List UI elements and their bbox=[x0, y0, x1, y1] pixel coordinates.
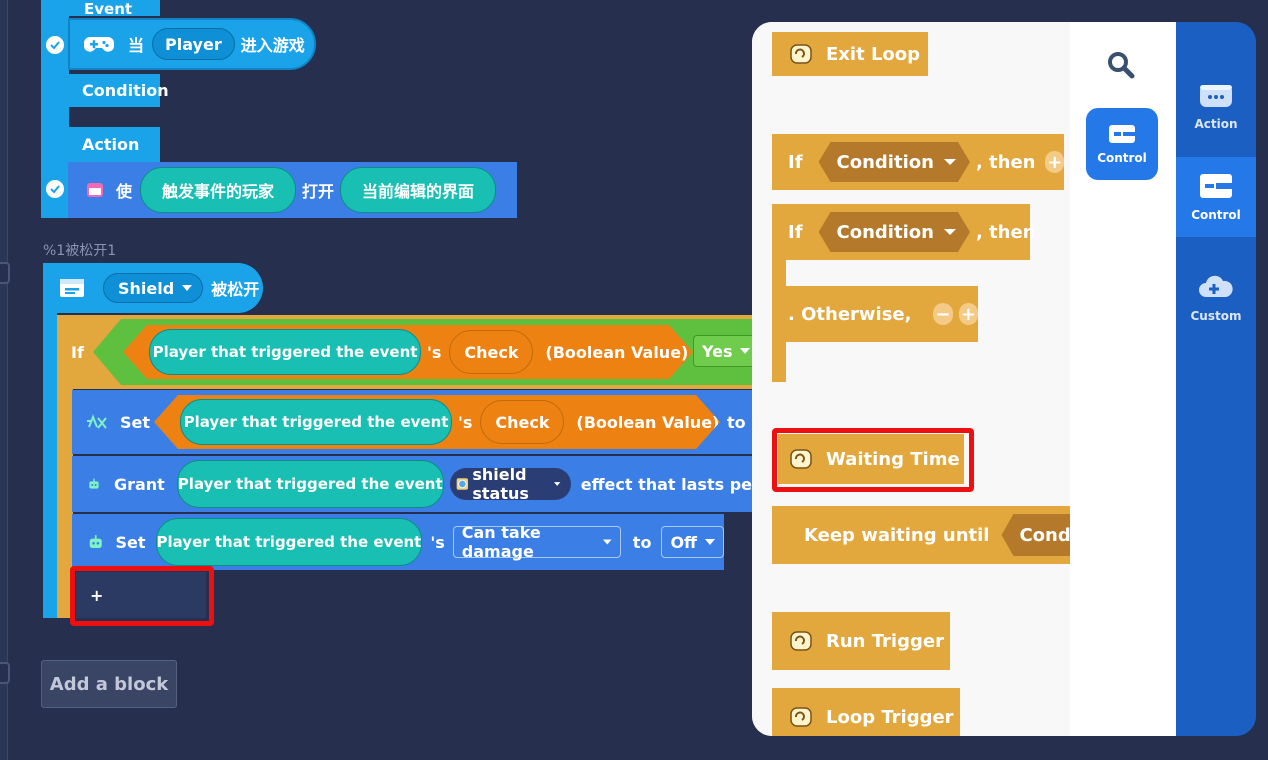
trigger-player-chip[interactable]: 触发事件的玩家 bbox=[140, 167, 297, 213]
action-enabled-checkbox[interactable] bbox=[46, 180, 64, 198]
variable-fx-icon bbox=[87, 414, 107, 429]
add-branch-icon[interactable]: + bbox=[958, 303, 978, 325]
palette-otherwise-row[interactable]: . Otherwise, − + bbox=[772, 286, 978, 342]
shield-released-event[interactable]: Shield 被松开 bbox=[43, 263, 263, 313]
palette-exit-loop[interactable]: Exit Loop bbox=[772, 32, 928, 76]
control-block-icon bbox=[790, 44, 812, 64]
player-triggered-chip[interactable]: Player that triggered the event bbox=[176, 460, 444, 508]
highlight-add-slot bbox=[70, 566, 214, 626]
condition-dropdown[interactable]: Condi bbox=[1001, 514, 1070, 556]
player-triggered-chip[interactable]: Player that triggered the event bbox=[180, 399, 452, 445]
robot-icon bbox=[89, 535, 102, 549]
condition-dropdown[interactable]: Condition bbox=[819, 142, 970, 182]
current-ui-chip[interactable]: 当前编辑的界面 bbox=[340, 167, 497, 213]
search-icon[interactable] bbox=[1106, 50, 1136, 80]
player-triggered-chip[interactable]: Player that triggered the event bbox=[155, 518, 423, 566]
yes-dropdown[interactable]: Yes bbox=[693, 335, 755, 367]
chevron-down-icon bbox=[739, 348, 750, 354]
chevron-down-icon bbox=[705, 539, 715, 545]
button-panel-icon bbox=[60, 279, 84, 297]
sidebar-item-action[interactable]: Action bbox=[1176, 66, 1256, 146]
highlight-waiting-time bbox=[772, 428, 974, 492]
palette-if-then[interactable]: If Condition , then + bbox=[772, 134, 1064, 190]
condition-dropdown[interactable]: Condition bbox=[819, 212, 970, 252]
checkmark-icon bbox=[50, 41, 60, 50]
grant-effect-row[interactable]: Grant Player that triggered the event sh… bbox=[72, 456, 752, 512]
action-icon bbox=[1200, 85, 1232, 107]
event-label: Event bbox=[68, 0, 160, 16]
if-condition-row[interactable]: If Player that triggered the event 's Ch… bbox=[57, 315, 755, 389]
check-chip[interactable]: Check bbox=[480, 400, 564, 444]
player-triggered-chip[interactable]: Player that triggered the event bbox=[149, 329, 421, 375]
set-can-take-damage-row[interactable]: Set Player that triggered the event 's C… bbox=[72, 514, 724, 570]
check-chip[interactable]: Check bbox=[449, 330, 533, 374]
workspace-left-rail bbox=[0, 0, 8, 760]
chevron-down-icon bbox=[944, 158, 956, 166]
control-icon bbox=[1109, 125, 1135, 143]
chevron-down-icon bbox=[182, 285, 193, 291]
control-category-chip[interactable]: Control bbox=[1086, 108, 1158, 180]
palette-loop-trigger[interactable]: Loop Trigger bbox=[772, 688, 960, 736]
custom-add-icon bbox=[1199, 275, 1233, 297]
control-block-icon bbox=[790, 707, 812, 727]
plus-icon: + bbox=[90, 585, 104, 605]
add-a-block-button[interactable]: Add a block bbox=[41, 660, 177, 708]
category-sidebar: Action Control Custom bbox=[1176, 22, 1256, 736]
palette-if-then-otherwise[interactable]: If Condition , then bbox=[772, 204, 1035, 260]
chevron-down-icon bbox=[603, 539, 612, 545]
sidebar-item-custom[interactable]: Custom bbox=[1176, 258, 1256, 338]
chevron-down-icon bbox=[944, 228, 956, 236]
shield-dropdown[interactable]: Shield bbox=[103, 273, 204, 303]
block-palette: Exit Loop If Condition , then + If Condi… bbox=[752, 22, 1176, 736]
event-enabled-checkbox[interactable] bbox=[46, 36, 64, 54]
action-open-ui-block[interactable]: 使 触发事件的玩家 打开 当前编辑的界面 bbox=[68, 162, 517, 218]
action-label: Action bbox=[68, 127, 160, 162]
rail-collapse-handle[interactable] bbox=[0, 262, 10, 284]
trigger-block-title: %1被松开1 bbox=[43, 243, 117, 259]
can-take-damage-dropdown[interactable]: Can take damage bbox=[452, 523, 621, 561]
chevron-down-icon bbox=[554, 482, 561, 486]
event-when-player-enters[interactable]: 当 Player 进入游戏 bbox=[68, 18, 316, 70]
palette-keep-waiting[interactable]: Keep waiting until Condi bbox=[772, 506, 1070, 564]
control-icon bbox=[1200, 174, 1232, 198]
control-block-icon bbox=[790, 631, 812, 651]
gamepad-icon bbox=[84, 37, 114, 52]
palette-run-trigger[interactable]: Run Trigger bbox=[772, 612, 950, 670]
palette-waiting-time[interactable]: Waiting Time bbox=[778, 434, 964, 484]
control-block-icon bbox=[790, 449, 812, 469]
palette-block-list[interactable]: Exit Loop If Condition , then + If Condi… bbox=[752, 22, 1070, 736]
set-check-row[interactable]: Set Player that triggered the event 's C… bbox=[72, 390, 752, 454]
player-chip[interactable]: Player bbox=[152, 28, 235, 60]
rail-collapse-handle[interactable] bbox=[0, 662, 10, 684]
player-check-boolean[interactable]: Player that triggered the event 's Check… bbox=[123, 325, 693, 379]
remove-branch-icon[interactable]: − bbox=[933, 303, 953, 325]
ui-window-icon bbox=[87, 183, 103, 197]
sidebar-item-control[interactable]: Control bbox=[1176, 157, 1256, 237]
if-block-spine bbox=[57, 315, 73, 618]
player-check-boolean[interactable]: Player that triggered the event 's Check… bbox=[154, 395, 720, 449]
trigger-block-spine bbox=[43, 312, 57, 618]
robot-icon bbox=[89, 478, 99, 489]
palette-category-column: Control bbox=[1070, 22, 1176, 736]
add-branch-icon[interactable]: + bbox=[1045, 151, 1064, 173]
add-action-slot[interactable]: + bbox=[76, 572, 206, 618]
condition-label: Condition bbox=[68, 74, 169, 107]
off-dropdown[interactable]: Off bbox=[661, 526, 724, 558]
shield-status-icon bbox=[456, 478, 468, 490]
checkmark-icon bbox=[50, 185, 60, 194]
shield-status-dropdown[interactable]: shield status bbox=[449, 465, 571, 503]
